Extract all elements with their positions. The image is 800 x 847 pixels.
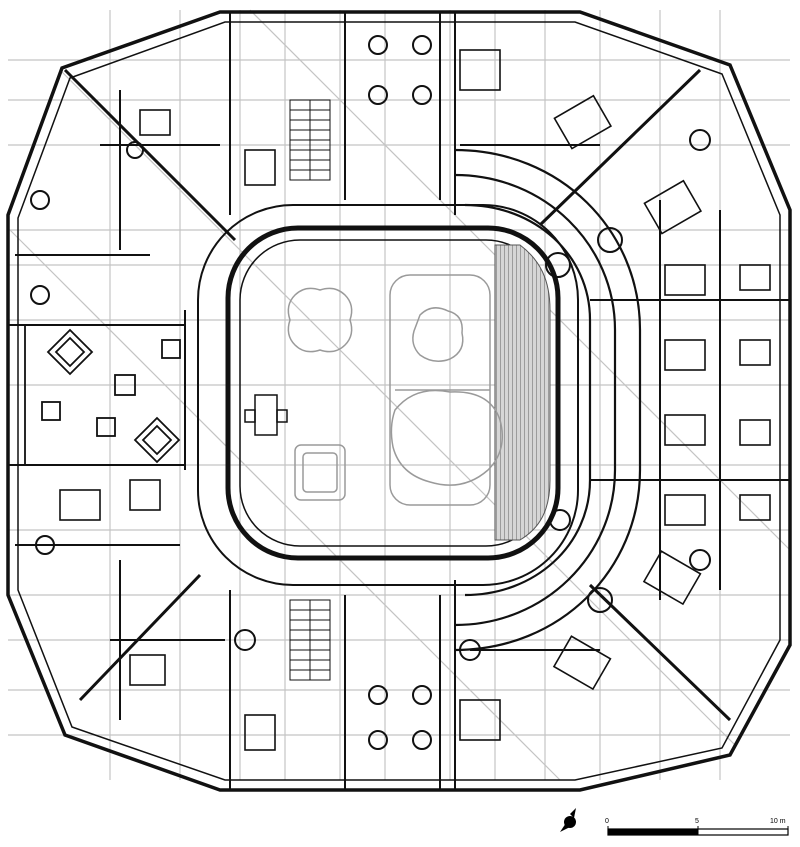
furniture-tables bbox=[30, 35, 711, 750]
left-hall bbox=[24, 324, 186, 466]
ring-corridor bbox=[454, 148, 642, 652]
stair-blocks bbox=[289, 99, 331, 681]
right-suites bbox=[59, 49, 771, 751]
scale-label-10: 10 m bbox=[770, 818, 786, 825]
scale-label-0: 0 bbox=[605, 818, 609, 825]
arena-interior bbox=[287, 274, 503, 506]
diagonal-walls bbox=[63, 68, 732, 722]
building-outline bbox=[6, 10, 792, 792]
scale-bar: 0 5 10 m bbox=[605, 818, 789, 836]
scale-label-5: 5 bbox=[695, 818, 699, 825]
north-arrow-icon bbox=[560, 808, 576, 832]
stage-block bbox=[244, 394, 288, 436]
seating-band bbox=[494, 244, 551, 541]
